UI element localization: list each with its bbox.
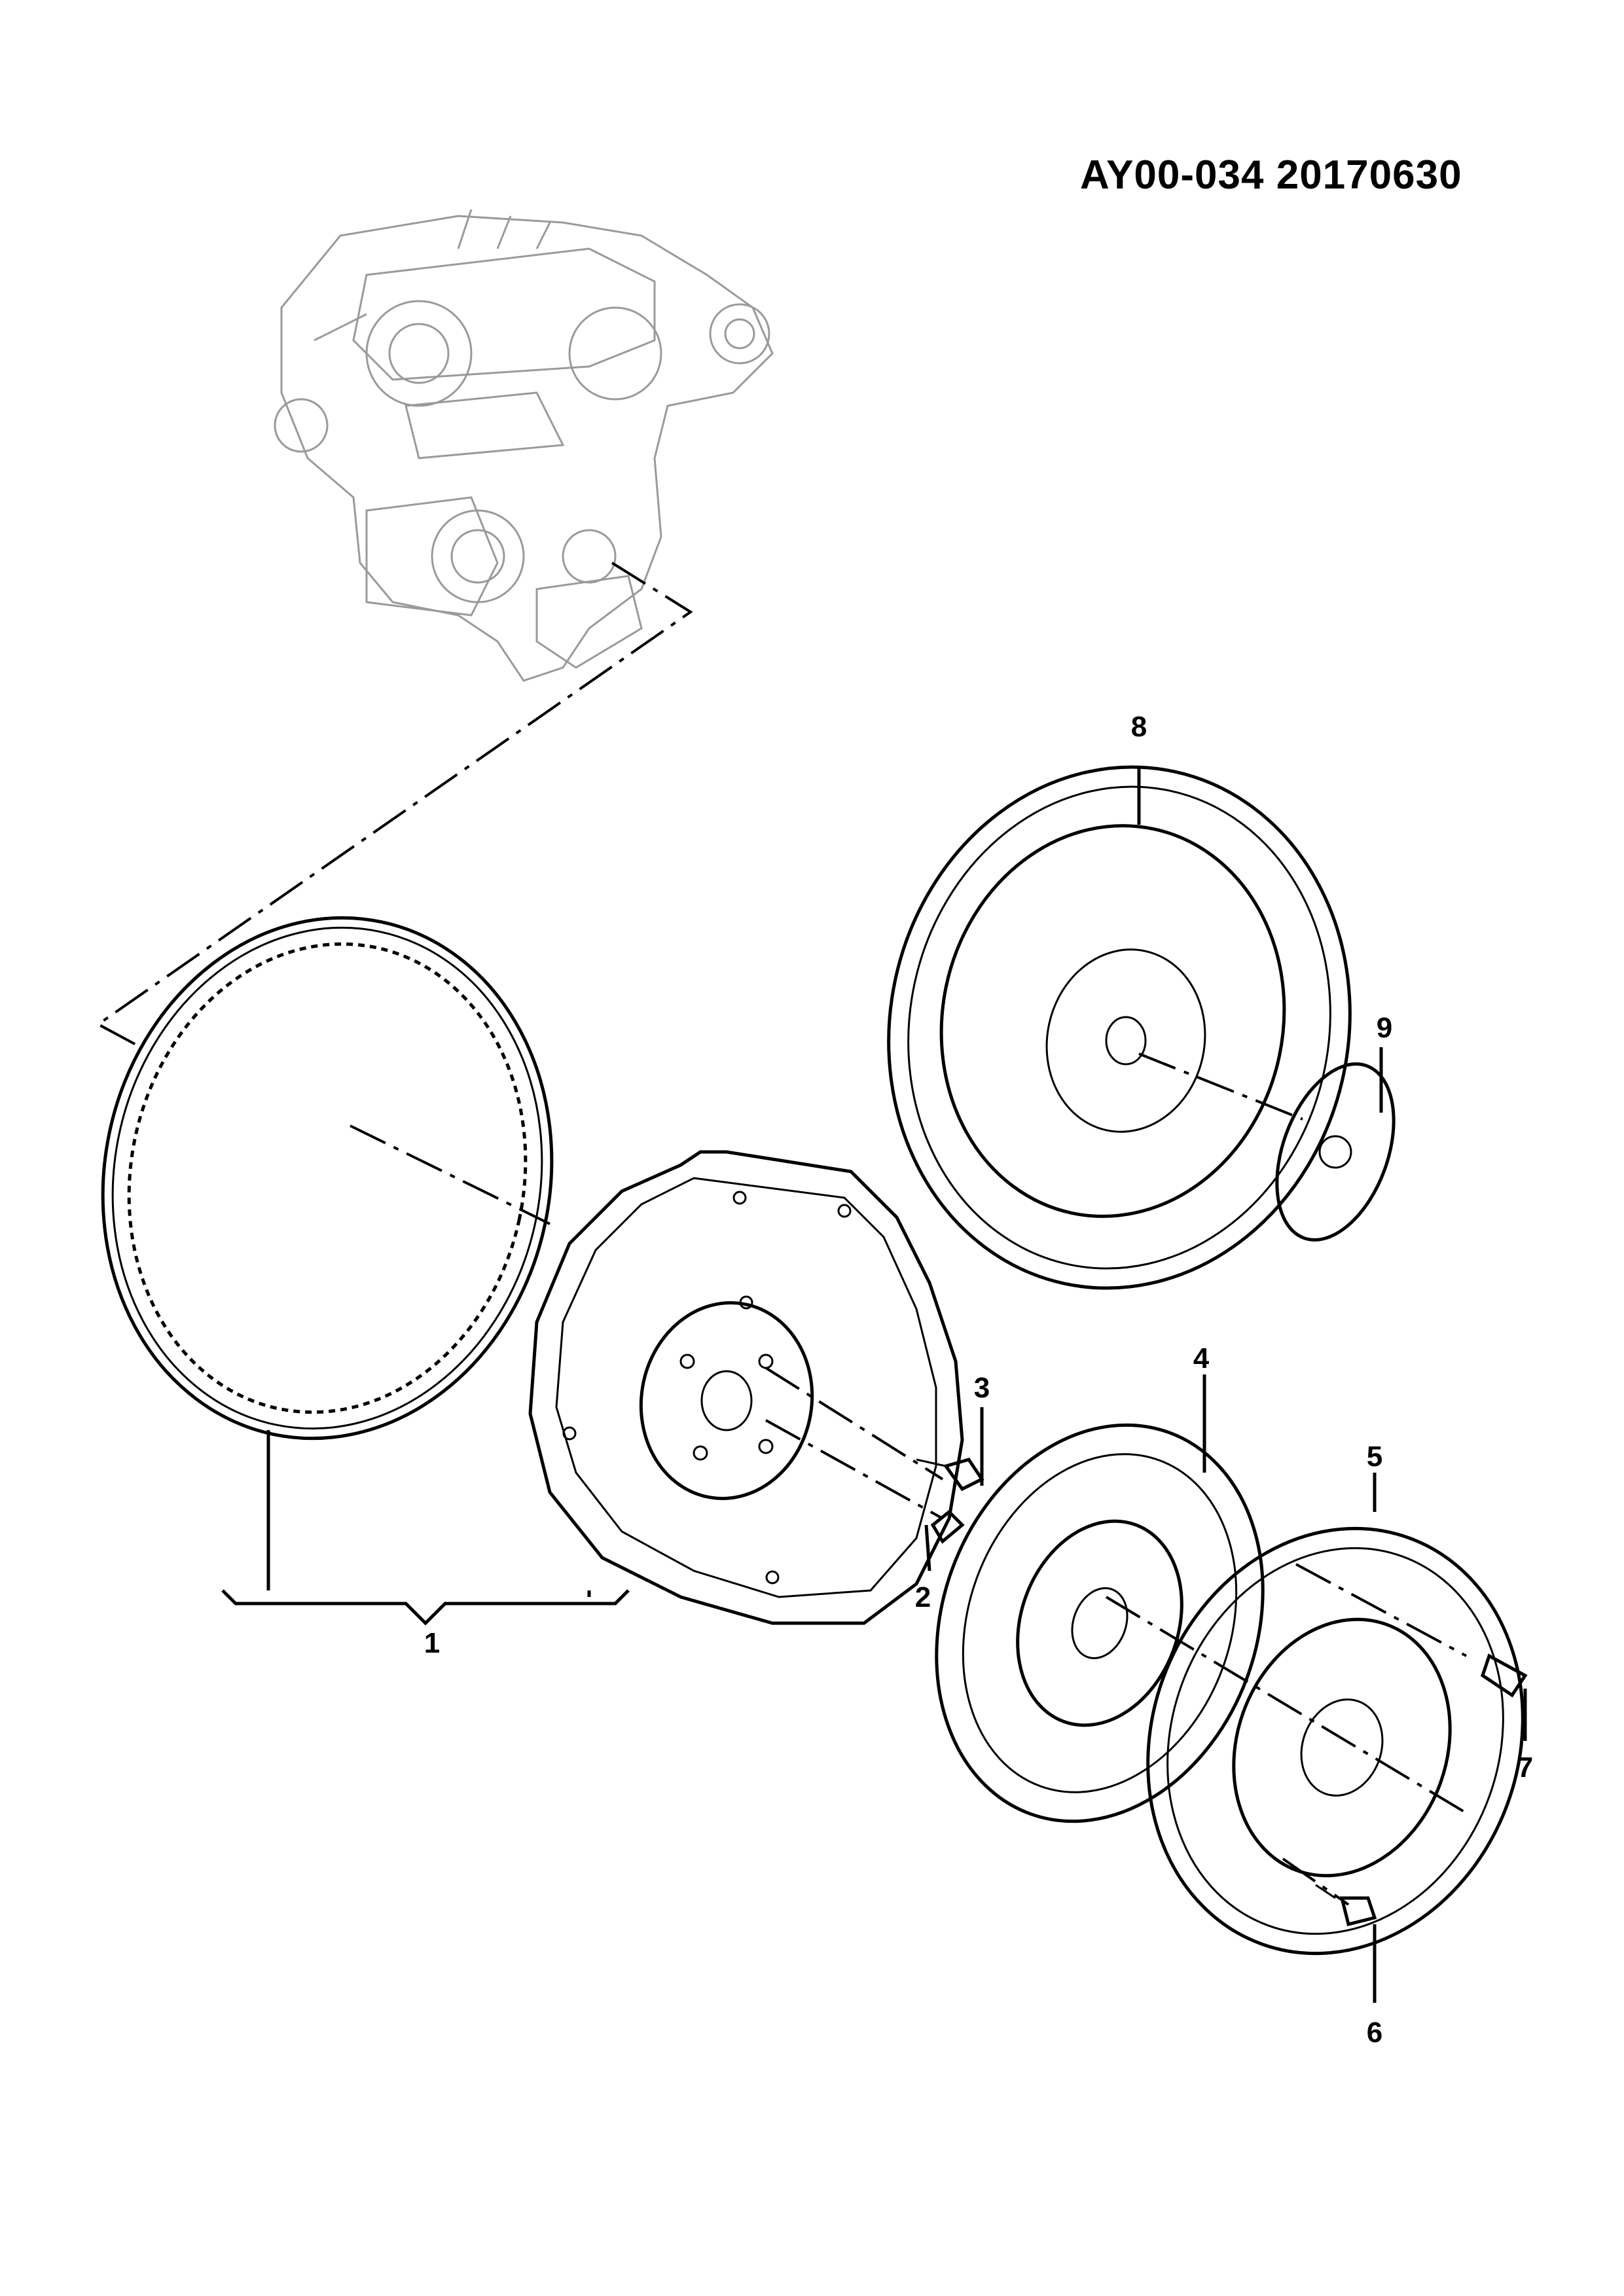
callout-6: 6 [1367,2017,1382,2049]
assembly-centerlines [96,562,1468,1906]
pressure-plate-dowel [1481,1653,1528,1698]
callout-3: 3 [974,1372,990,1404]
ring-gear [101,916,554,1441]
callout-8: 8 [1131,711,1147,743]
callout-4: 4 [1193,1342,1210,1374]
callout-1: 1 [424,1627,440,1659]
flexplate-ring-gear [887,765,1352,1290]
callout-9: 9 [1377,1012,1392,1044]
callout-7: 7 [1517,1751,1533,1784]
callout-2: 2 [915,1581,931,1613]
callout-5: 5 [1367,1441,1382,1473]
flywheel [528,1150,964,1625]
flexplate-spacer [1275,1062,1396,1242]
flywheel-bolt [916,1458,984,1492]
leader-lines [221,766,1527,2003]
document-code: AY00-034 20170630 [1080,152,1462,198]
dowel-pin [930,1509,965,1544]
clutch-pressure-plate [1146,1526,1525,1956]
pressure-plate-bolt [1315,1884,1377,1927]
engine-assembly-sketch [274,209,774,682]
clutch-disc [935,1423,1265,1823]
